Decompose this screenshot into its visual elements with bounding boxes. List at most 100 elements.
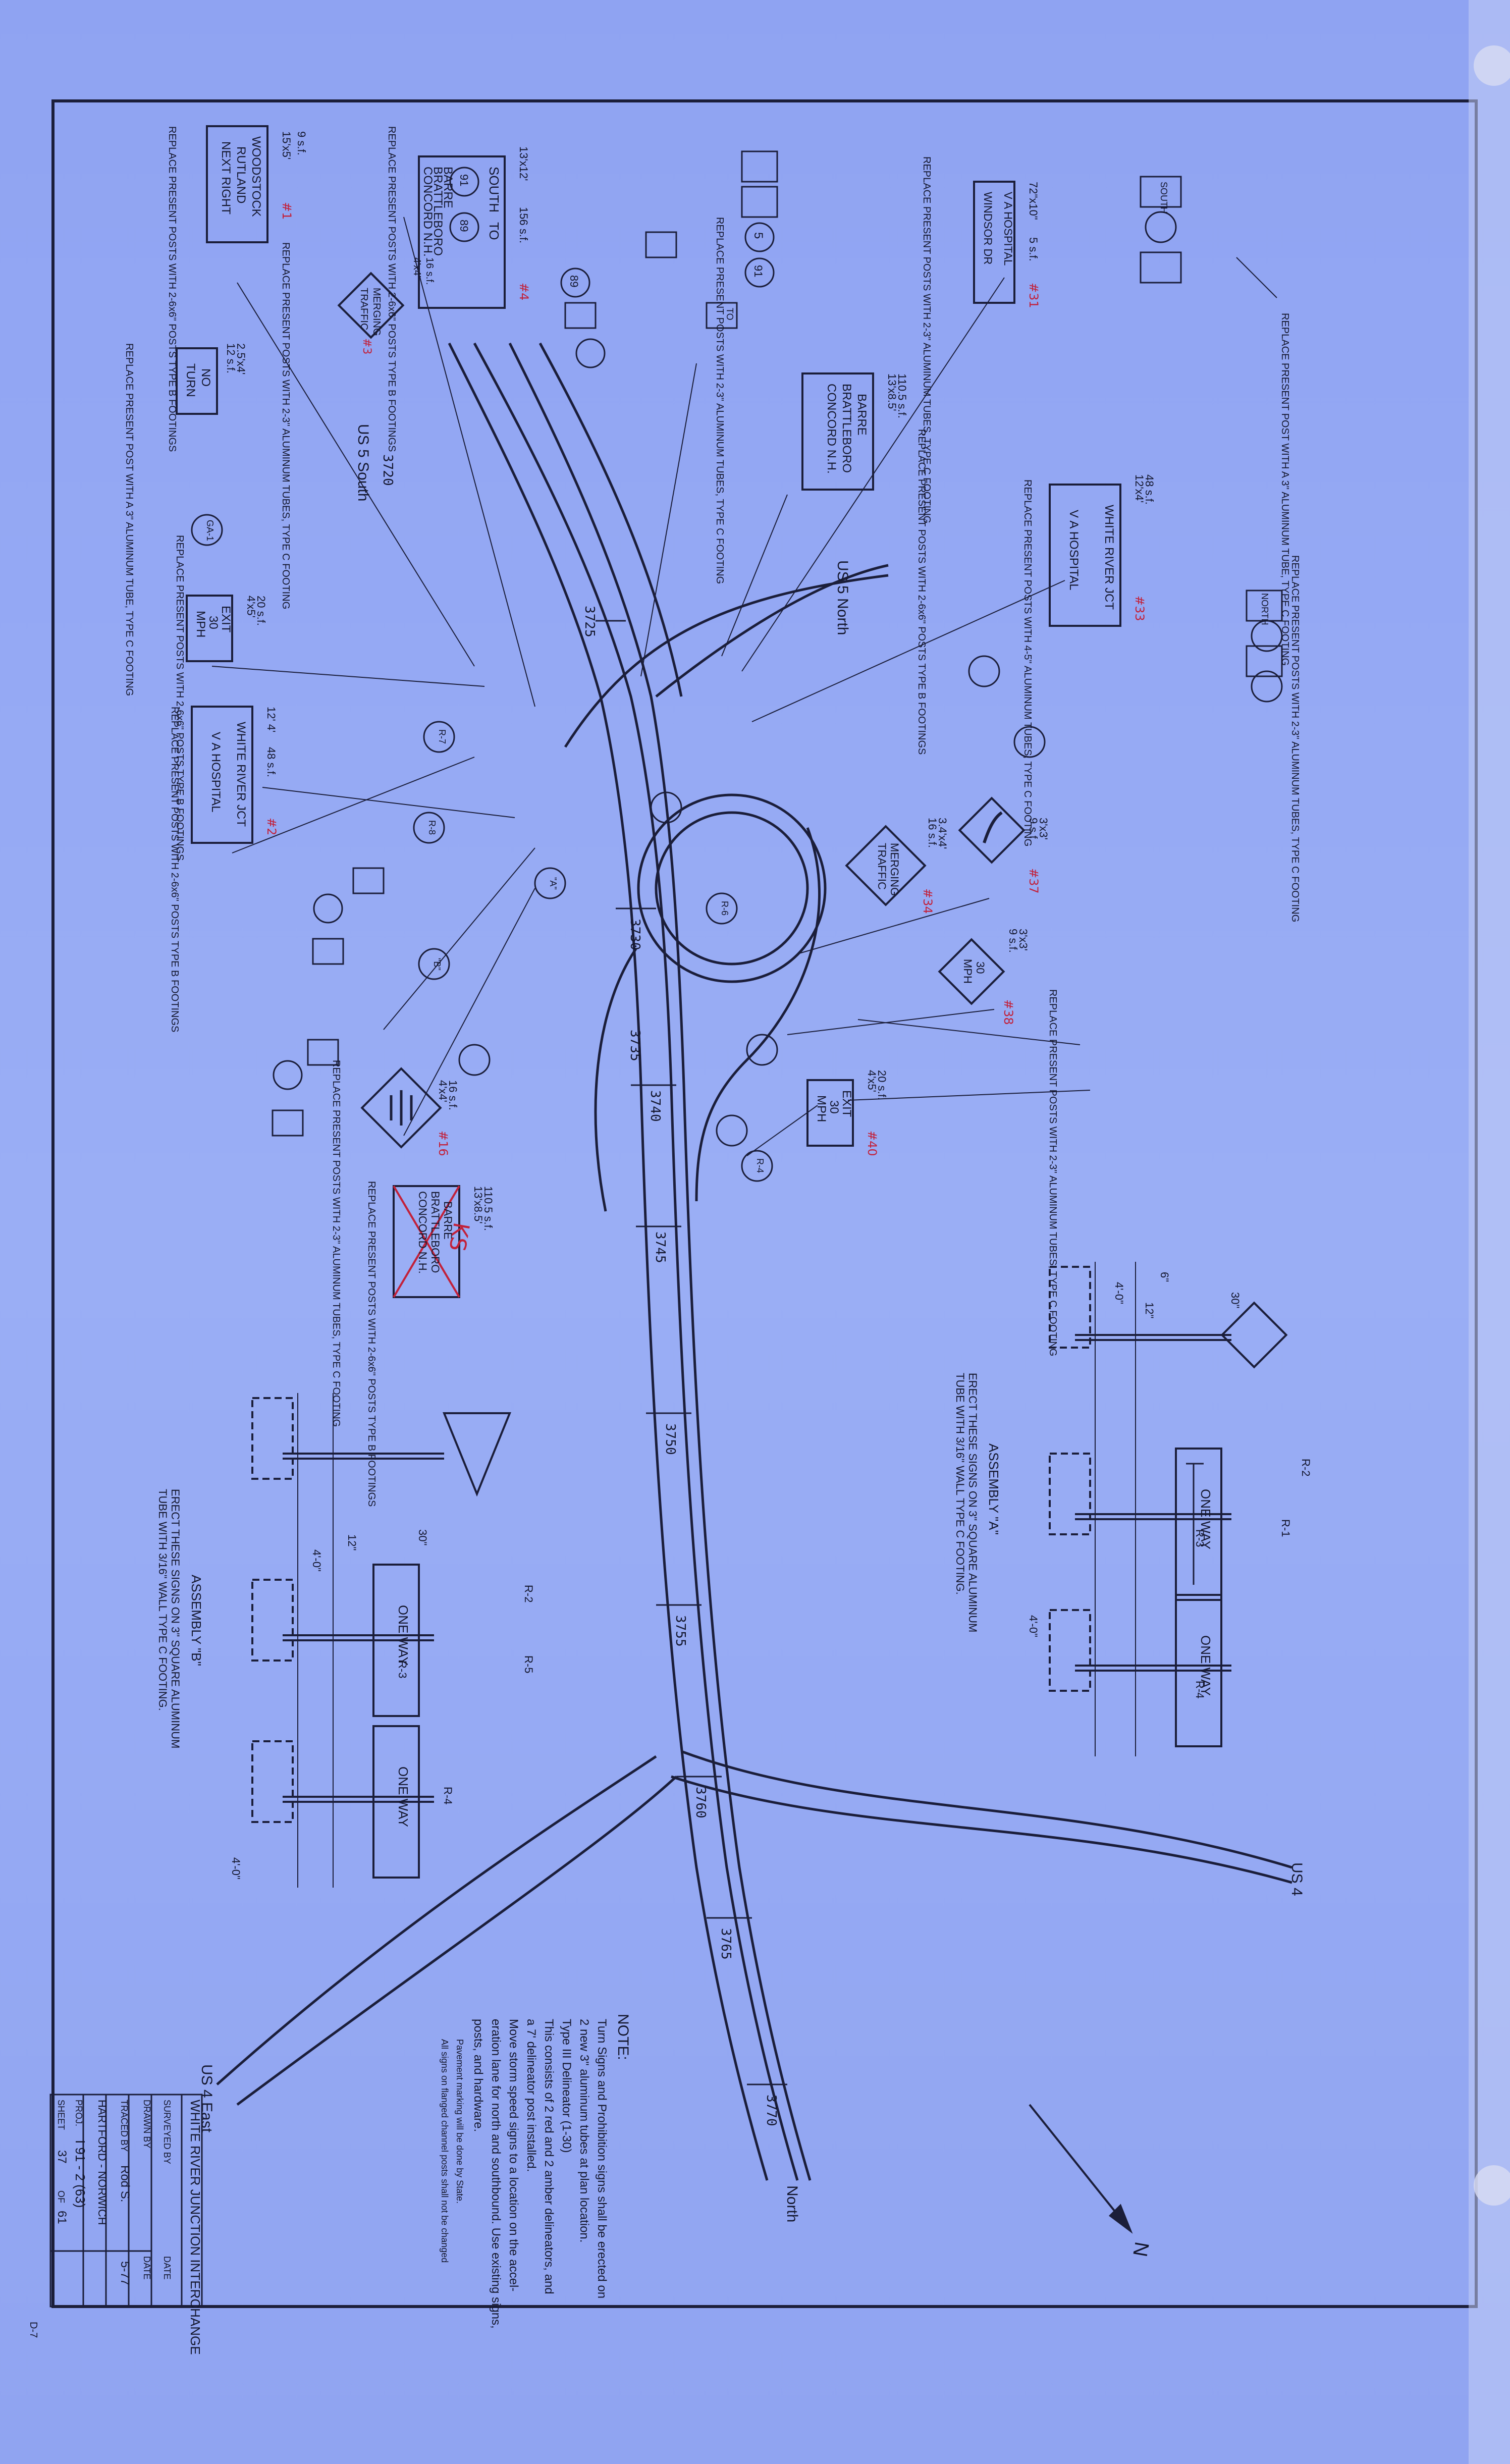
- svg-text:REPLACE PRESENT POSTS WITH 2-6: REPLACE PRESENT POSTS WITH 2-6x6" POSTS …: [916, 429, 927, 755]
- assembly-b: ONE WAY ONE WAY 4'-0" 12" 30" 4'-0" R-2 …: [156, 1393, 535, 1888]
- svg-text:30": 30": [1229, 1292, 1242, 1308]
- svg-text:WHITE RIVER JCT: WHITE RIVER JCT: [234, 722, 248, 827]
- sign-40: EXIT 30 MPH 4'x5' 20 s.f. #40: [806, 1070, 888, 1156]
- svg-text:GA-1: GA-1: [205, 520, 215, 541]
- svg-text:TRAFFIC: TRAFFIC: [358, 288, 369, 330]
- svg-text:4'x5': 4'x5': [866, 1070, 878, 1092]
- svg-text:5: 5: [751, 232, 765, 239]
- station-3735: 3735: [627, 1030, 642, 1061]
- svg-text:REPLACE PRESENT POSTS WITH 2-3: REPLACE PRESENT POSTS WITH 2-3" ALUMINUM…: [714, 217, 725, 584]
- svg-text:a 7' delineator post installed: a 7' delineator post installed.: [524, 2019, 538, 2172]
- svg-text:V A HOSPITAL: V A HOSPITAL: [1067, 510, 1081, 591]
- svg-text:EXIT: EXIT: [840, 1090, 853, 1117]
- road-label-us4: US 4: [1288, 1862, 1305, 1896]
- svg-text:WHITE RIVER JCT: WHITE RIVER JCT: [1102, 505, 1116, 610]
- svg-text:9 s.f.: 9 s.f.: [1027, 818, 1040, 842]
- svg-text:20 s.f.: 20 s.f.: [876, 1070, 888, 1100]
- roadways: [216, 342, 1292, 2181]
- svg-text:16 s.f.: 16 s.f.: [926, 818, 939, 848]
- sign-33: WHITE RIVER JCT V A HOSPITAL 12'x4' 48 s…: [1049, 474, 1156, 627]
- sign-2: WHITE RIVER JCT V A HOSPITAL 12' 4' 48 s…: [191, 706, 279, 844]
- svg-text:37: 37: [55, 2150, 69, 2164]
- binder-hole: [1474, 2165, 1510, 2206]
- svg-text:R-1: R-1: [1279, 1519, 1292, 1537]
- svg-text:30: 30: [827, 1100, 841, 1114]
- sign-34: MERGING TRAFFIC 16 s.f. 3.4'x4' #34: [845, 818, 949, 914]
- svg-text:I 91 - 2 (63): I 91 - 2 (63): [73, 2140, 88, 2208]
- svg-text:V A HOSPITAL: V A HOSPITAL: [209, 732, 223, 813]
- svg-text:91: 91: [458, 174, 470, 186]
- station-3745: 3745: [653, 1231, 668, 1263]
- svg-text:TUBE WITH 3/16" WALL TYPE C: TUBE WITH 3/16" WALL TYPE C FOOTING.: [156, 1489, 169, 1711]
- notes-block: NOTE: Turn Signs and Prohibition signs s…: [440, 2014, 631, 2329]
- svg-text:REPLACE PRESENT POSTS WITH 2-6: REPLACE PRESENT POSTS WITH 2-6x6" POSTS …: [167, 126, 178, 452]
- road-label-north: North: [784, 2185, 800, 2222]
- svg-text:16 s.f.: 16 s.f.: [424, 257, 435, 285]
- station-3725: 3725: [582, 606, 597, 637]
- i91-northbound: [508, 342, 812, 2181]
- svg-text:MERGING: MERGING: [371, 288, 382, 336]
- svg-text:RUTLAND: RUTLAND: [234, 146, 248, 203]
- svg-text:BARRE: BARRE: [442, 1201, 454, 1240]
- svg-text:72"x10": 72"x10": [1027, 182, 1040, 220]
- svg-text:12": 12": [346, 1534, 358, 1550]
- svg-text:REPLACE PRESENT POSTS WITH 4-5: REPLACE PRESENT POSTS WITH 4-5" ALUMINUM…: [1022, 479, 1033, 846]
- north-arrow: [1029, 2104, 1133, 2234]
- svg-text:TURN: TURN: [184, 363, 197, 397]
- svg-text:R-5: R-5: [522, 1655, 535, 1673]
- svg-text:ONE WAY: ONE WAY: [1198, 1635, 1213, 1696]
- sheet-border: [51, 99, 1478, 2308]
- svg-text:TRAFFIC: TRAFFIC: [876, 843, 888, 890]
- svg-text:5-77: 5-77: [118, 2261, 132, 2285]
- svg-text:ERECT THESE SIGNS ON 3" SQUARE: ERECT THESE SIGNS ON 3" SQUARE ALUMINUM: [169, 1489, 182, 1748]
- svg-text:EXIT: EXIT: [219, 606, 233, 633]
- svg-text:ONE WAY: ONE WAY: [396, 1766, 411, 1827]
- svg-text:12": 12": [1143, 1302, 1156, 1318]
- svg-text:156 s.f.: 156 s.f.: [517, 207, 530, 243]
- svg-text:All signs on flanged channel p: All signs on flanged channel posts shall…: [440, 2039, 450, 2263]
- sign-37: 9 s.f. 3'x3' #37: [958, 796, 1050, 894]
- sign-7: NO TURN 2.5'x4' 12 s.f.: [176, 343, 247, 415]
- svg-text:Pavement marking will be done: Pavement marking will be done by State.: [455, 2039, 465, 2204]
- svg-text:SOUTH: SOUTH: [1159, 182, 1169, 213]
- svg-text:KS: KS: [444, 1220, 474, 1253]
- svg-text:PROJ.: PROJ.: [74, 2100, 84, 2126]
- svg-text:MPH: MPH: [194, 611, 207, 637]
- svg-text:HARTFORD - NORWICH: HARTFORD - NORWICH: [96, 2100, 109, 2225]
- cloverleaf-loop: [655, 811, 809, 966]
- svg-text:REPLACE PRESENT POST WITH A 3": REPLACE PRESENT POST WITH A 3" ALUMINUM …: [124, 343, 135, 696]
- right-margin-strip: [1469, 0, 1510, 2464]
- svg-text:#34: #34: [921, 888, 935, 914]
- sign-31: V A HOSPITAL WINDSOR DR 72"x10" 5 s.f. #…: [973, 181, 1041, 308]
- svg-text:R-2: R-2: [522, 1585, 535, 1602]
- svg-text:48 s.f.: 48 s.f.: [265, 747, 278, 777]
- svg-text:REPLACE PRESENT POST WITH A 3": REPLACE PRESENT POST WITH A 3" ALUMINUM …: [1279, 313, 1290, 666]
- svg-text:SURVEYED BY: SURVEYED BY: [162, 2100, 172, 2164]
- svg-text:110.5 s.f.: 110.5 s.f.: [896, 373, 908, 418]
- svg-text:V A HOSPITAL: V A HOSPITAL: [1002, 192, 1014, 265]
- svg-text:#4: #4: [517, 283, 531, 300]
- us5-connector-2: [655, 564, 889, 698]
- cloverleaf-loop-outer: [637, 793, 827, 983]
- svg-text:#2: #2: [264, 818, 279, 835]
- svg-text:15'x5': 15'x5': [280, 131, 293, 159]
- title-block: WHITE RIVER JUNCTION INTERCHANGE SURVEYE…: [28, 2094, 203, 2355]
- svg-text:4'x5': 4'x5': [245, 596, 257, 618]
- svg-text:OF: OF: [56, 2190, 66, 2203]
- svg-text:ASSEMBLY "A": ASSEMBLY "A": [986, 1443, 1001, 1535]
- svg-text:R-4: R-4: [755, 1158, 765, 1173]
- station-3720: 3720: [380, 454, 395, 486]
- us4-east-2: [681, 1750, 1292, 1869]
- svg-text:61: 61: [55, 2211, 69, 2224]
- svg-text:TO: TO: [725, 308, 735, 320]
- road-label-us5-north: US 5 North: [834, 560, 851, 635]
- svg-text:#37: #37: [1027, 868, 1041, 894]
- svg-text:posts, and hardware.: posts, and hardware.: [471, 2019, 485, 2132]
- svg-text:12 s.f.: 12 s.f.: [225, 343, 237, 373]
- svg-text:110.5 s.f.: 110.5 s.f.: [482, 1186, 495, 1231]
- svg-text:DRAWN BY: DRAWN BY: [142, 2100, 152, 2148]
- svg-text:BRATTLEBORO: BRATTLEBORO: [431, 167, 445, 256]
- svg-text:2 new 3" aluminum tubes at pla: 2 new 3" aluminum tubes at plan location…: [577, 2019, 591, 2242]
- svg-text:Move storm speed signs to a lo: Move storm speed signs to a location on …: [507, 2019, 520, 2291]
